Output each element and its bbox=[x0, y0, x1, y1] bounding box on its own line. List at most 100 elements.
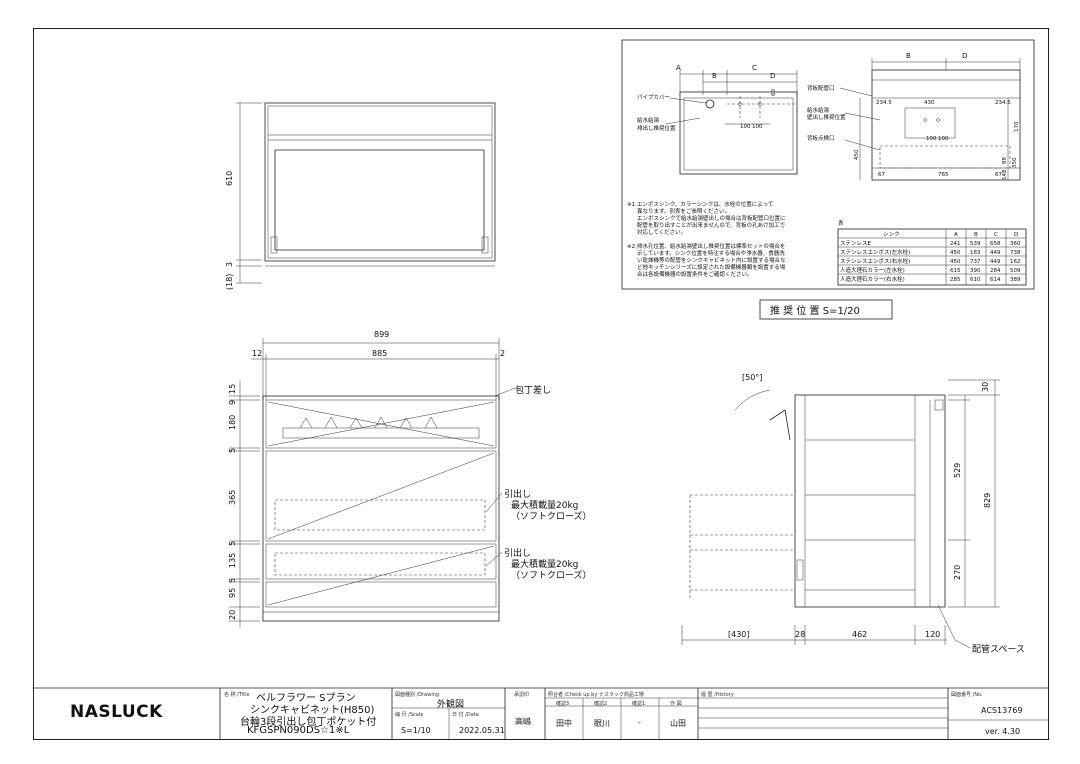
title-line1: ベルフラワー Sプラン bbox=[256, 693, 356, 704]
side-dim-28: 28 bbox=[795, 630, 805, 639]
td-3-1: 615 bbox=[950, 268, 961, 274]
rec-dim-100b: 100 bbox=[752, 124, 763, 130]
rec-dim-430: 430 bbox=[924, 100, 935, 106]
rec-dim-d: D bbox=[770, 72, 775, 80]
front-view bbox=[229, 338, 516, 628]
td-2-0: ステンレスエンボス(右水栓) bbox=[840, 257, 910, 265]
td-3-0: 人造大理石カラー(左水栓) bbox=[840, 266, 905, 274]
rec-dim-88: 88 bbox=[1002, 157, 1008, 164]
td-3-4: 509 bbox=[1010, 268, 1021, 274]
td-3-3: 284 bbox=[990, 268, 1001, 274]
side-dim-529: 529 bbox=[953, 463, 962, 478]
th-sink: シンク bbox=[883, 231, 900, 238]
recommend-left-plan bbox=[665, 70, 798, 175]
dim-h-95: 95 bbox=[228, 588, 237, 598]
note1-line5: 対応してください。 bbox=[637, 228, 686, 236]
rec-dim-67b: 67 bbox=[995, 172, 1002, 178]
td-4-1: 285 bbox=[950, 277, 961, 283]
drawing-type-label: 図面種別 /Drawing bbox=[395, 692, 440, 698]
title-line3: 台輪3段引出し包丁ポケット付 bbox=[240, 717, 377, 728]
rec-dim-60: 60 bbox=[771, 89, 777, 96]
title-line4: KFGSPN090DS☆1※L bbox=[247, 725, 350, 736]
rec-dim-765: 765 bbox=[938, 172, 949, 178]
td-2-2: 737 bbox=[970, 259, 981, 265]
dim-h-5b: 5 bbox=[228, 541, 237, 546]
rec-dim-100a: 100 bbox=[740, 124, 751, 130]
side-dim-462: 462 bbox=[852, 630, 867, 639]
th-b: B bbox=[974, 232, 978, 238]
side-dim-120: 120 bbox=[925, 630, 940, 639]
side-dim-430: [430] bbox=[728, 630, 750, 639]
td-2-4: 162 bbox=[1010, 259, 1021, 265]
rec-dim-b: B bbox=[712, 72, 717, 80]
td-0-2: 539 bbox=[970, 241, 981, 247]
note1-line1: ※1.エンボスシンク、カラーシンクは、水栓の位置によって bbox=[627, 200, 773, 208]
td-0-1: 241 bbox=[950, 241, 961, 247]
note2-line3: い乾燥機等の配管をシンクキャビネット内に設置する場合な bbox=[637, 256, 786, 264]
td-3-2: 390 bbox=[970, 268, 981, 274]
note1-line4: 配管を取り出すことが出来ませんので、背板の孔あけ加工で bbox=[637, 221, 786, 229]
rec-dim-234b: 234.5 bbox=[995, 100, 1011, 106]
th-c: C bbox=[994, 232, 998, 238]
side-dim-30: 30 bbox=[981, 382, 990, 392]
pipe-cover-label: パイプカバー bbox=[637, 94, 670, 101]
td-4-3: 614 bbox=[990, 277, 1001, 283]
title-block-grid bbox=[33, 687, 1049, 740]
th-d: D bbox=[1014, 232, 1018, 238]
pipe-space-label: 配管スペース bbox=[972, 643, 1025, 655]
th-a: A bbox=[954, 232, 958, 238]
rec-dim-d-right: D bbox=[962, 52, 967, 60]
date-value: 2022.05.31 bbox=[459, 726, 505, 735]
dim-h-180: 180 bbox=[228, 415, 237, 430]
check-val-1: 田中 bbox=[556, 719, 572, 728]
rec-dim-67a: 67 bbox=[878, 172, 885, 178]
recommend-caption: 推 奨 位 置 S=1/20 bbox=[770, 304, 860, 317]
td-0-3: 658 bbox=[990, 241, 1001, 247]
dim-width-total: 899 bbox=[374, 330, 389, 339]
water-supply-label2: 排出し推奨位置 bbox=[637, 124, 676, 132]
drawer2-note: （ソフトクローズ） bbox=[511, 569, 592, 581]
side-view bbox=[681, 379, 1000, 649]
history-label: 履 歴 /History bbox=[701, 692, 734, 698]
td-0-0: ステンレスE bbox=[840, 240, 872, 247]
recommend-right-elevation bbox=[839, 58, 1021, 181]
water-supply-label: 給水給湯 bbox=[637, 116, 660, 124]
dim-3: 3 bbox=[225, 262, 234, 267]
back-access-label: 背板点検口 bbox=[807, 134, 835, 142]
check-col-3: 確認1 bbox=[632, 701, 646, 707]
check-val-2: 眼川 bbox=[594, 719, 610, 728]
approve-label: 承認印 bbox=[514, 692, 530, 698]
date-label: 日 付 /Date bbox=[452, 712, 479, 718]
recommend-caption-box bbox=[759, 299, 893, 320]
note2-line4: ど他キッチンシリーズに設定された設備機器類を設置する場 bbox=[637, 263, 786, 271]
td-4-4: 389 bbox=[1010, 277, 1021, 283]
note1-line3: エンボスシンクで給水給湯壁出しの場合は背板配管口位置に bbox=[637, 214, 786, 222]
scale-value: S=1/10 bbox=[401, 726, 431, 735]
dim-h-365: 365 bbox=[228, 490, 237, 505]
note2-line1: ※2.排水孔位置、給水給湯壁出し推奨位置は標準セットの場合を bbox=[627, 242, 785, 250]
rec-dim-100c: 100 bbox=[926, 136, 937, 142]
number-label: 図面番号 /No. bbox=[951, 692, 983, 698]
rec-dim-234a: 234.5 bbox=[876, 100, 892, 106]
note2-line2: 示しています。シンク位置を特注する場合や浄水器、食器洗 bbox=[637, 249, 785, 257]
td-2-1: 450 bbox=[950, 259, 961, 265]
check-col-2: 確認2 bbox=[594, 701, 608, 707]
td-1-2: 183 bbox=[970, 250, 981, 256]
side-angle: [50°] bbox=[742, 373, 762, 382]
check-col-1: 確認3 bbox=[556, 701, 570, 707]
top-view bbox=[236, 102, 496, 284]
td-4-0: 人造大理石カラー(右水栓) bbox=[840, 275, 905, 283]
td-2-3: 449 bbox=[990, 259, 1001, 265]
approver: 高嶋 bbox=[515, 717, 531, 726]
side-dim-270: 270 bbox=[953, 565, 962, 580]
drawing-type: 外観図 bbox=[437, 700, 465, 710]
recommend-panel bbox=[621, 39, 1035, 290]
version: ver. 4.30 bbox=[985, 727, 1021, 736]
dim-h-5c: 5 bbox=[228, 578, 237, 583]
dim-18: (18) bbox=[225, 274, 234, 290]
td-0-4: 360 bbox=[1010, 241, 1021, 247]
back-pipe-label: 背板配管口 bbox=[807, 84, 835, 92]
td-1-4: 738 bbox=[1010, 250, 1021, 256]
dim-left-gap: 12 bbox=[252, 349, 262, 358]
